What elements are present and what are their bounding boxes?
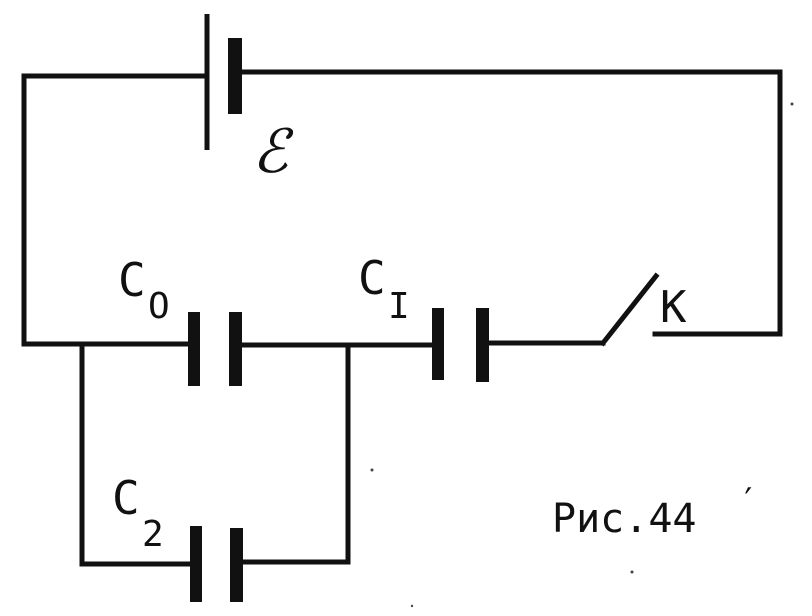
battery-plate-thick — [228, 38, 242, 114]
figure-caption-mark: ′ — [738, 481, 758, 521]
c0-label-sub: O — [148, 286, 170, 327]
figure-caption: Рис.44 — [552, 496, 697, 542]
battery-emf-source — [204, 14, 242, 150]
c2-label-sub: 2 — [142, 514, 164, 555]
c0-plate-left — [188, 312, 200, 386]
c0-plate-right — [229, 312, 242, 386]
wire-top-right — [240, 69, 783, 337]
wire-top-left — [21, 73, 210, 347]
scan-speck — [370, 468, 374, 472]
c1-label-sub: I — [388, 286, 410, 327]
c1-label-main: C — [358, 251, 386, 305]
c2-plate-right — [230, 528, 243, 602]
c1-plate-left — [432, 308, 444, 380]
wire-c2-branch-left — [79, 343, 193, 567]
wire-c2-branch-right — [240, 343, 351, 565]
c0-label-main: C — [118, 253, 146, 307]
scan-speck — [630, 570, 634, 574]
capacitor-c1 — [432, 308, 489, 382]
switch-k-blade — [599, 272, 660, 347]
scan-speck — [410, 604, 414, 608]
battery-label: ℰ — [252, 117, 294, 187]
c2-label-main: C — [112, 471, 140, 525]
c2-plate-left — [190, 526, 202, 602]
capacitor-c2 — [190, 526, 243, 602]
capacitor-c0 — [188, 312, 242, 386]
switch-label: К — [660, 282, 687, 333]
c1-plate-right — [476, 308, 489, 382]
scan-speck — [790, 102, 794, 106]
